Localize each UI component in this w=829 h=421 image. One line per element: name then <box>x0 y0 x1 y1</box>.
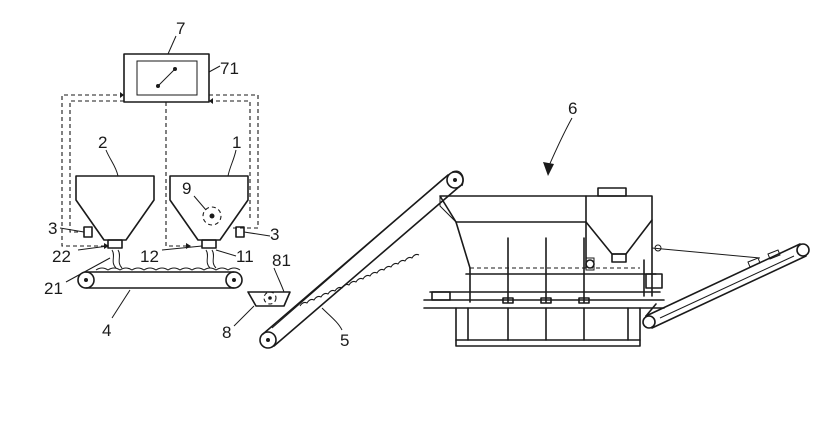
label-hopper-right: 1 <box>232 133 241 152</box>
label-belt-conveyor: 4 <box>102 321 111 340</box>
inclined-conveyor <box>259 170 464 349</box>
label-hopper-left: 2 <box>98 133 107 152</box>
controller-box <box>123 35 221 103</box>
leader-collector-sensor <box>273 267 285 293</box>
leader-level-sensor <box>193 195 207 211</box>
machine <box>423 117 761 347</box>
leader-sensor-right <box>243 231 271 237</box>
label-valve-right: 12 <box>140 247 159 266</box>
collector <box>233 267 291 327</box>
leader-collector <box>233 305 255 327</box>
level-sensor <box>202 206 222 226</box>
leader-outlet-right <box>215 249 237 257</box>
label-sensor-left: 3 <box>48 219 57 238</box>
label-display: 71 <box>220 59 239 78</box>
label-level-sensor: 9 <box>182 179 191 198</box>
label-outlet-right: 11 <box>236 247 254 266</box>
leader-machine <box>547 117 573 169</box>
label-inclined-conveyor: 5 <box>340 331 349 350</box>
control-lines <box>61 92 259 249</box>
leader-valve-left <box>77 245 109 251</box>
label-sensor-right: 3 <box>270 225 279 244</box>
leader-valve-right <box>161 245 203 251</box>
label-controller: 7 <box>176 19 185 38</box>
leader-hopper-right <box>227 149 237 177</box>
label-machine: 6 <box>568 99 577 118</box>
leader-inclined-conveyor <box>321 307 343 331</box>
label-outlet-left: 21 <box>44 279 63 298</box>
leader-outlet-left <box>65 257 111 283</box>
leader-sensor-left <box>59 227 85 233</box>
output-conveyor <box>642 243 810 329</box>
leader-display <box>208 65 221 73</box>
leader-hopper-left <box>105 149 119 177</box>
label-collector: 8 <box>222 323 231 342</box>
hopper-left <box>59 149 155 283</box>
leader-controller <box>167 35 177 55</box>
label-collector-sensor: 81 <box>272 251 291 270</box>
belt-conveyor <box>77 267 243 319</box>
leader-belt-conveyor <box>111 289 131 319</box>
label-valve-left: 22 <box>52 247 71 266</box>
reference-numerals: 7 71 2 1 9 3 3 22 21 12 11 4 81 8 5 6 <box>44 19 577 350</box>
hopper-right <box>161 149 271 269</box>
